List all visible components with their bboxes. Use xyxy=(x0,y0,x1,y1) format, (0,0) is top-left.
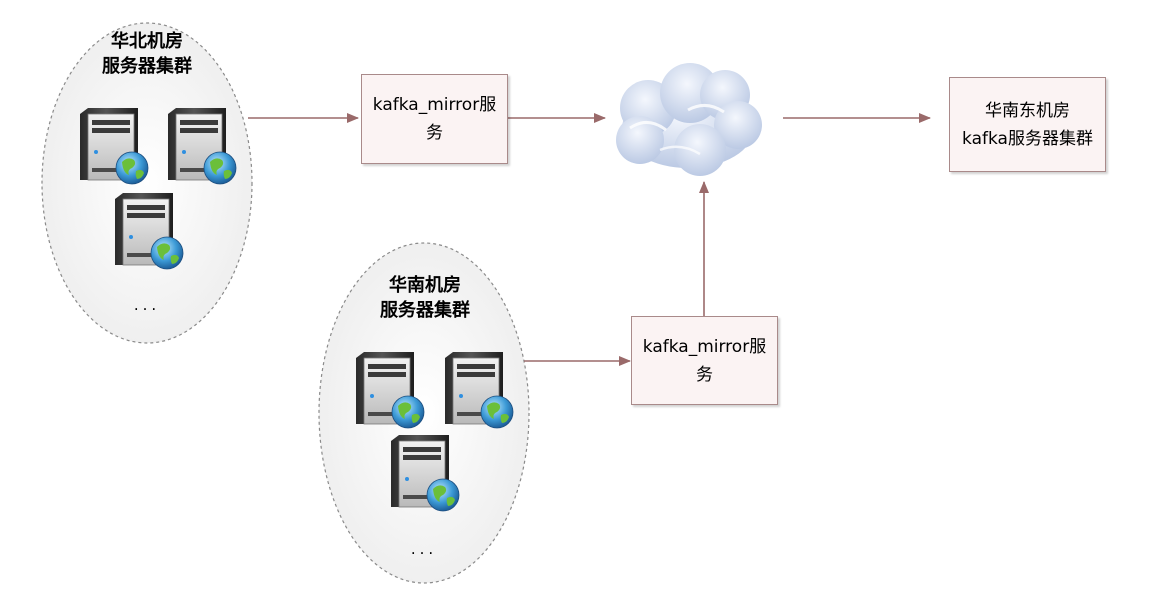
north-cluster-more: ... xyxy=(133,296,161,314)
kafka-mirror-north-box: kafka_mirror服 务 xyxy=(361,74,508,164)
kafka-mirror-north-label-line1: kafka_mirror服 xyxy=(372,95,497,115)
kafka-mirror-south-label-line2: 务 xyxy=(696,364,713,385)
target-cluster-box: 华南东机房 kafka服务器集群 xyxy=(949,77,1106,172)
kafka-mirror-south-label-line1: kafka_mirror服 xyxy=(642,336,767,357)
south-server-icon-2 xyxy=(444,351,514,429)
north-cluster-title: 华北机房 服务器集群 xyxy=(97,29,197,79)
network-cloud-icon xyxy=(616,63,762,176)
south-cluster-more: ... xyxy=(410,540,438,558)
north-cluster-title-line2: 服务器集群 xyxy=(102,56,192,77)
target-cluster-label-line2: kafka服务器集群 xyxy=(962,128,1093,149)
north-server-icon-3 xyxy=(114,192,184,270)
north-cluster-ellipse xyxy=(41,22,253,344)
south-cluster-title-line2: 服务器集群 xyxy=(380,300,470,321)
north-cluster-title-line1: 华北机房 xyxy=(111,31,183,52)
south-server-icon-1 xyxy=(355,351,425,429)
south-cluster-title-line1: 华南机房 xyxy=(389,275,461,296)
south-server-icon-3 xyxy=(390,434,460,512)
kafka-mirror-north-label-line2: 务 xyxy=(426,123,443,143)
north-server-icon-2 xyxy=(167,107,237,185)
kafka-mirror-south-box: kafka_mirror服 务 xyxy=(631,316,778,405)
north-server-icon-1 xyxy=(79,107,149,185)
south-cluster-title: 华南机房 服务器集群 xyxy=(373,273,477,323)
target-cluster-label-line1: 华南东机房 xyxy=(984,100,1070,121)
